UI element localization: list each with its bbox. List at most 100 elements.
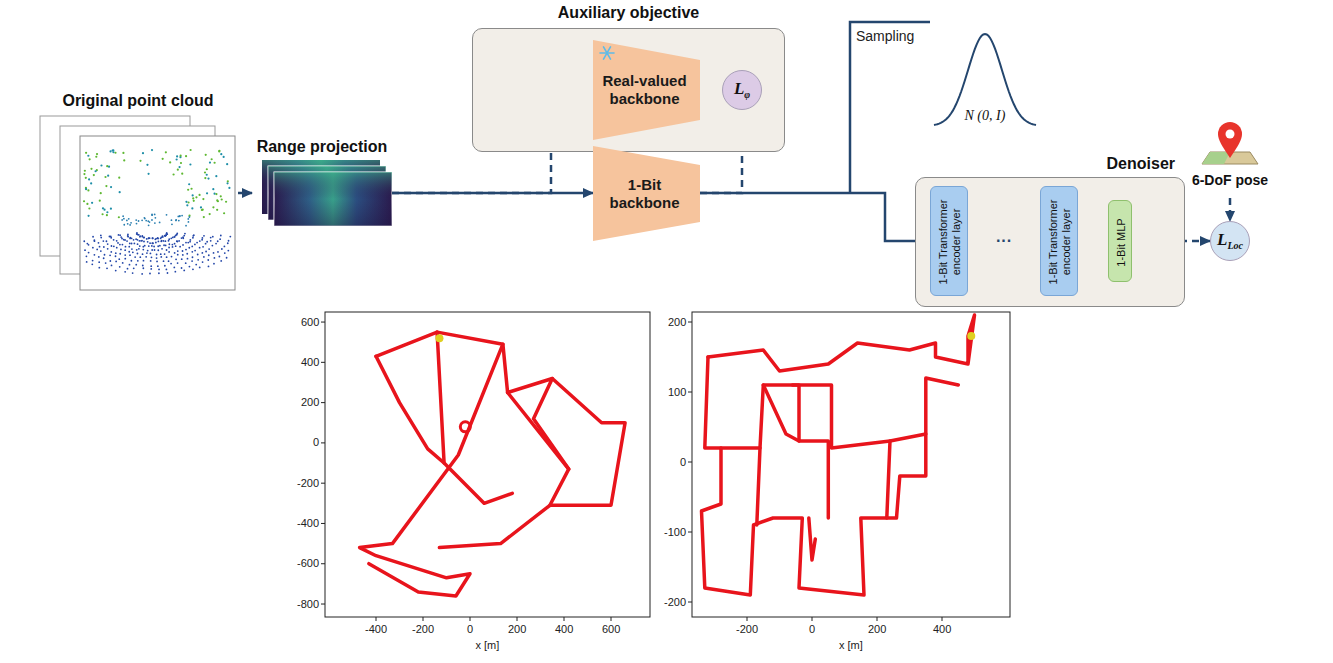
lidar-point xyxy=(180,155,182,157)
gaussian-curve xyxy=(934,34,1036,125)
lidar-point xyxy=(84,249,86,251)
lidar-point xyxy=(103,257,105,259)
lidar-point xyxy=(180,162,182,164)
lidar-point xyxy=(168,260,170,262)
lidar-point xyxy=(174,243,176,245)
lidar-point xyxy=(212,206,214,208)
loss-symbol: LLoc xyxy=(1217,230,1243,251)
layer-label: 1-Bit MLP xyxy=(1115,205,1128,279)
lidar-point xyxy=(164,235,166,237)
lidar-point xyxy=(228,187,230,189)
lidar-point xyxy=(174,236,176,238)
lidar-point xyxy=(193,234,195,236)
group-panel: Auxiliary objectiveReal-valued backboneL… xyxy=(472,4,785,152)
lidar-point xyxy=(198,194,200,196)
lidar-point xyxy=(127,268,129,270)
lidar-point xyxy=(203,235,205,237)
axis-tick: -600 xyxy=(297,557,319,570)
trajectory xyxy=(503,344,569,505)
lidar-point xyxy=(178,240,180,242)
lidar-point xyxy=(114,152,116,154)
lidar-point xyxy=(204,177,206,179)
lidar-point xyxy=(112,149,114,151)
lidar-point xyxy=(177,250,179,252)
lidar-point xyxy=(187,218,189,220)
tick xyxy=(942,617,943,621)
axis-tick: 200 xyxy=(301,396,319,409)
lidar-point xyxy=(199,240,201,242)
lidar-point xyxy=(90,182,92,184)
lidar-point xyxy=(162,158,164,160)
tick xyxy=(688,532,692,533)
backbone-label: Real-valued backbone xyxy=(597,72,692,108)
lidar-point xyxy=(149,242,151,244)
lidar-point xyxy=(156,257,158,259)
lidar-point xyxy=(177,262,179,264)
lidar-point xyxy=(100,237,102,239)
lidar-point xyxy=(137,253,139,255)
map-sheet xyxy=(1202,152,1230,164)
lidar-point xyxy=(205,154,207,156)
lidar-point xyxy=(128,251,130,253)
lidar-point xyxy=(186,253,188,255)
axis-tick: -200 xyxy=(412,623,434,636)
axis-tick: -400 xyxy=(365,623,387,636)
lidar-point xyxy=(86,261,88,263)
lidar-point xyxy=(151,237,153,239)
lidar-point xyxy=(153,246,155,248)
lidar-point xyxy=(179,246,181,248)
lidar-point xyxy=(201,237,203,239)
lidar-point xyxy=(169,161,171,163)
lidar-point xyxy=(107,175,109,177)
connector-arrow xyxy=(238,192,252,195)
lidar-point xyxy=(129,237,131,239)
lidar-point xyxy=(189,239,191,241)
lidar-point xyxy=(172,246,174,248)
axis-tick: 200 xyxy=(668,316,686,329)
lidar-point xyxy=(151,149,153,151)
lidar-point xyxy=(129,224,131,226)
lidar-point xyxy=(208,248,210,250)
lidar-point xyxy=(188,247,190,249)
start-marker xyxy=(967,332,975,340)
lidar-point xyxy=(123,239,125,241)
lidar-point xyxy=(118,177,120,179)
lidar-point xyxy=(150,268,152,270)
lidar-point xyxy=(163,244,165,246)
lidar-point xyxy=(158,272,160,274)
lidar-point xyxy=(94,254,96,256)
trajectory xyxy=(809,518,816,560)
lidar-point xyxy=(123,224,125,226)
axis-tick: -200 xyxy=(664,596,686,609)
lidar-point xyxy=(217,200,219,202)
lidar-point xyxy=(148,238,150,240)
lidar-point xyxy=(127,236,129,238)
loss-circle: Lφ xyxy=(722,70,762,110)
lidar-point xyxy=(125,246,127,248)
axis-tick: 200 xyxy=(508,623,526,636)
lidar-point xyxy=(183,270,185,272)
lidar-point xyxy=(166,249,168,251)
lidar-point xyxy=(151,256,153,258)
axis-tick: -200 xyxy=(736,623,758,636)
tick xyxy=(423,617,424,621)
lidar-point xyxy=(151,249,153,251)
lidar-point xyxy=(143,260,145,262)
lidar-point xyxy=(109,254,111,256)
lidar-point xyxy=(209,162,211,164)
tick xyxy=(321,483,325,484)
lidar-point xyxy=(175,245,177,247)
lidar-point xyxy=(216,199,218,201)
lidar-point xyxy=(188,216,190,218)
lidar-point xyxy=(228,240,230,242)
lidar-point xyxy=(118,258,120,260)
lidar-point xyxy=(151,219,153,221)
lidar-point xyxy=(136,223,138,225)
lidar-point xyxy=(160,240,162,242)
lidar-point xyxy=(184,233,186,235)
lidar-point xyxy=(224,252,226,254)
lidar-point xyxy=(92,247,94,249)
lidar-point xyxy=(227,180,229,182)
lidar-point xyxy=(124,249,126,251)
lidar-point xyxy=(93,174,95,176)
